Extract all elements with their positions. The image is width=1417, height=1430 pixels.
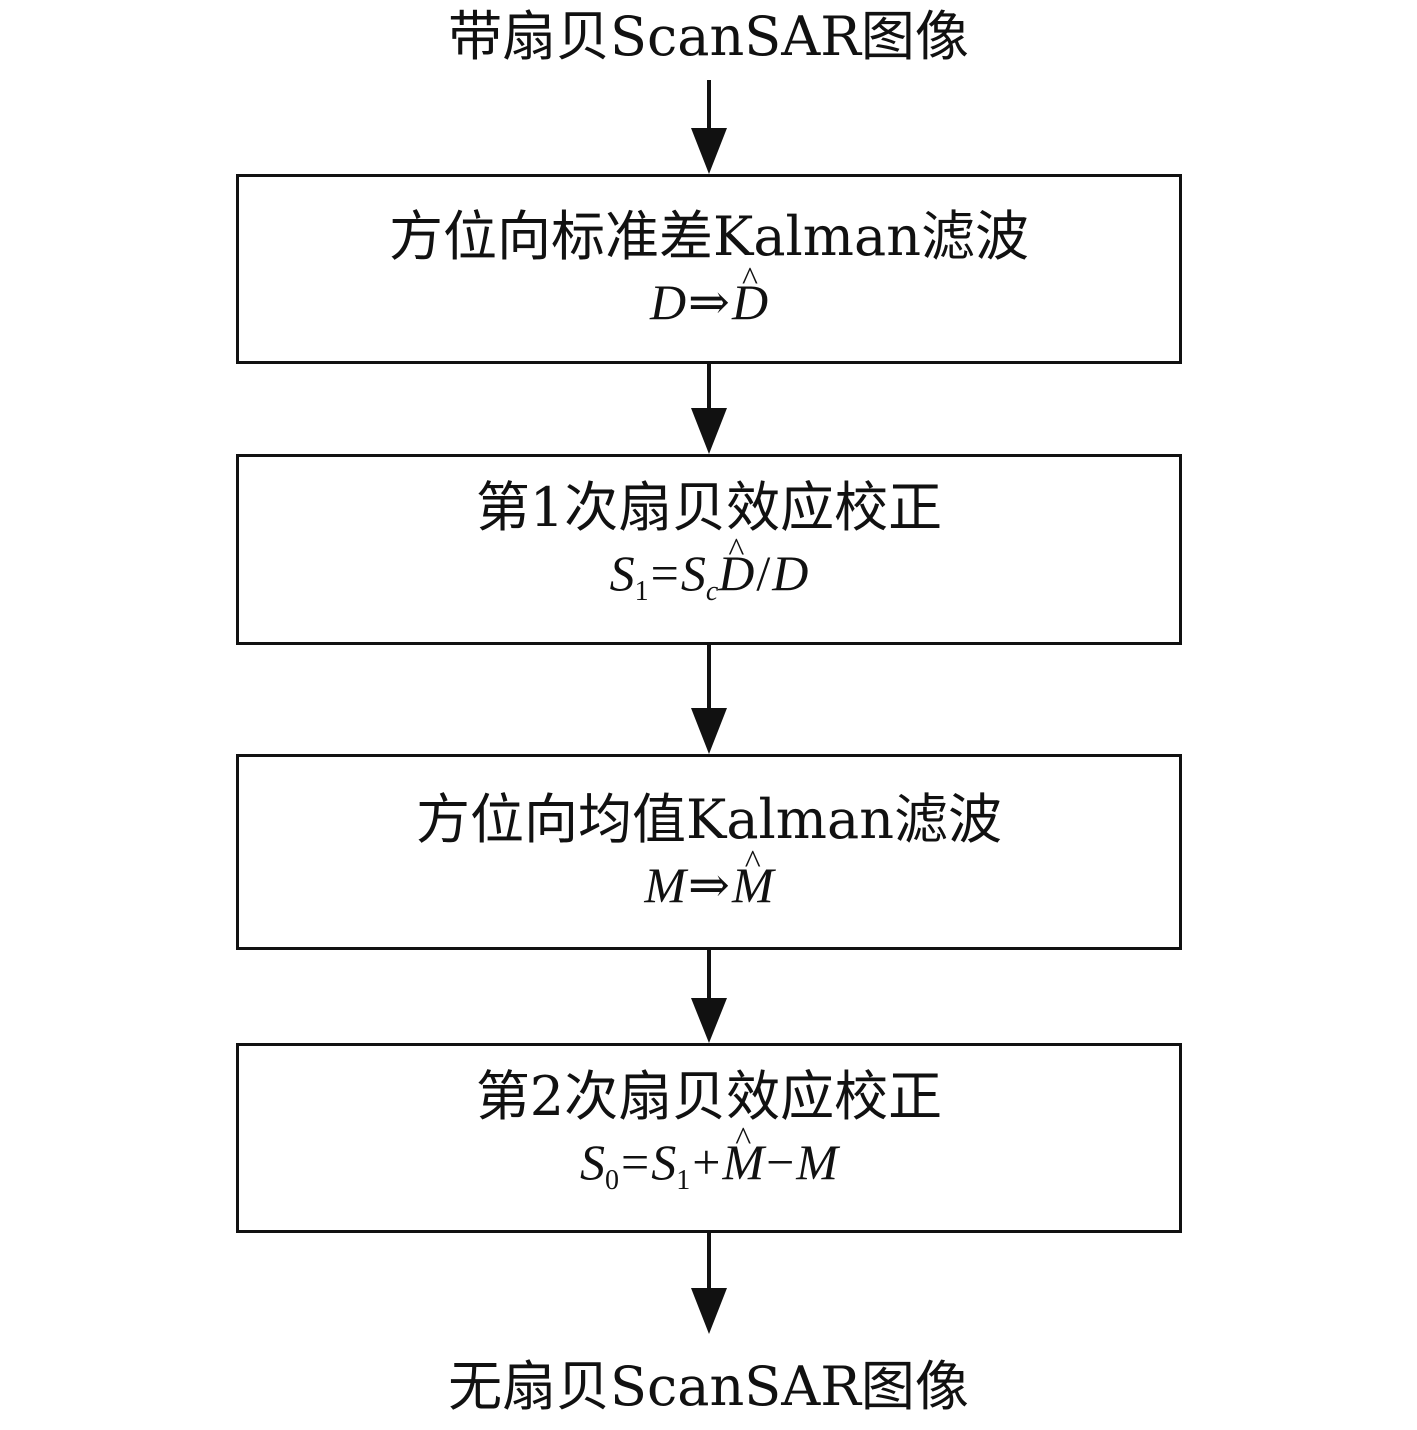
equals-sign: =: [621, 1133, 650, 1190]
arrowhead-1: [691, 128, 727, 174]
step-formula: D⇒D: [650, 270, 768, 334]
step-formula: M⇒M: [644, 853, 773, 917]
arrowhead-5: [691, 1288, 727, 1334]
arrowhead-2: [691, 408, 727, 454]
step-std-kalman-filter: 方位向标准差Kalman滤波 D⇒D: [236, 174, 1182, 364]
step-title: 方位向标准差Kalman滤波: [389, 205, 1029, 268]
equals-sign: =: [650, 545, 679, 601]
step-second-scalloping-correction: 第2次扇贝效应校正 S0=S1+M−M: [236, 1043, 1182, 1233]
step-formula: S1=ScD/D: [610, 541, 809, 624]
symbol-d: D: [772, 545, 809, 601]
symbol-m: M: [796, 1133, 838, 1190]
symbol-m-hat: M: [722, 1130, 764, 1194]
output-label: 无扇贝ScanSAR图像: [448, 1355, 969, 1418]
arrowhead-3: [691, 708, 727, 754]
plus-sign: +: [692, 1133, 721, 1190]
subscript-1: 1: [634, 576, 649, 607]
implies-arrow: ⇒: [688, 857, 730, 913]
step-title: 方位向均值Kalman滤波: [416, 788, 1002, 851]
subscript-c: c: [705, 576, 719, 607]
minus-sign: −: [766, 1133, 795, 1190]
symbol-m-hat: M: [732, 853, 774, 917]
symbol-s: S: [680, 545, 706, 601]
step-formula: S0=S1+M−M: [580, 1130, 838, 1213]
symbol-m: M: [644, 857, 687, 913]
symbol-d: D: [649, 274, 687, 330]
implies-arrow: ⇒: [688, 274, 730, 330]
slash: /: [756, 545, 771, 601]
step-mean-kalman-filter: 方位向均值Kalman滤波 M⇒M: [236, 754, 1182, 950]
symbol-s: S: [609, 545, 635, 601]
symbol-d-hat: D: [732, 270, 768, 334]
step-title: 第1次扇贝效应校正: [475, 476, 943, 539]
step-first-scalloping-correction: 第1次扇贝效应校正 S1=ScD/D: [236, 454, 1182, 645]
input-label: 带扇贝ScanSAR图像: [448, 5, 969, 68]
arrowhead-4: [691, 998, 727, 1043]
subscript-0: 0: [605, 1164, 620, 1196]
step-title: 第2次扇贝效应校正: [475, 1064, 943, 1128]
subscript-1: 1: [676, 1164, 691, 1196]
symbol-s: S: [580, 1133, 606, 1190]
symbol-d-hat: D: [718, 541, 754, 605]
symbol-s: S: [651, 1133, 677, 1190]
